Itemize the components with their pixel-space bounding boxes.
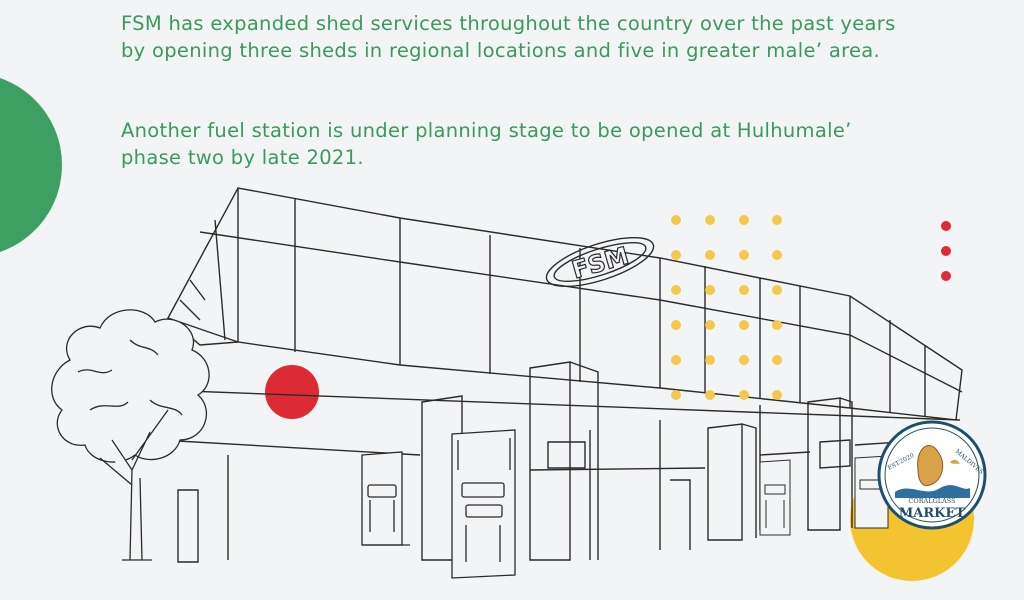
fuel-pump bbox=[759, 459, 791, 536]
green-circle bbox=[0, 78, 62, 252]
red-dot-column bbox=[941, 221, 951, 281]
badge-name-large: MARKET bbox=[899, 506, 965, 521]
red-circle bbox=[265, 365, 319, 419]
yellow-dot-grid bbox=[671, 215, 782, 400]
fuel-pump bbox=[361, 451, 410, 546]
coralglass-market-badge: EST.2020 MALDIVES CORALGLASS MARKET bbox=[877, 420, 987, 530]
bird-icon bbox=[950, 459, 960, 464]
tree-illustration bbox=[51, 309, 210, 561]
shell-icon bbox=[917, 445, 944, 487]
fsm-sign-label: FSM bbox=[569, 242, 632, 285]
badge-name-small: CORALGLASS bbox=[908, 497, 955, 505]
fuel-station-building bbox=[159, 187, 963, 563]
fuel-pump bbox=[451, 429, 516, 579]
planning-paragraph: Another fuel station is under planning s… bbox=[121, 119, 852, 169]
wave-icon bbox=[895, 485, 970, 498]
intro-paragraph: FSM has expanded shed services throughou… bbox=[121, 12, 896, 62]
fsm-sign bbox=[545, 236, 655, 288]
